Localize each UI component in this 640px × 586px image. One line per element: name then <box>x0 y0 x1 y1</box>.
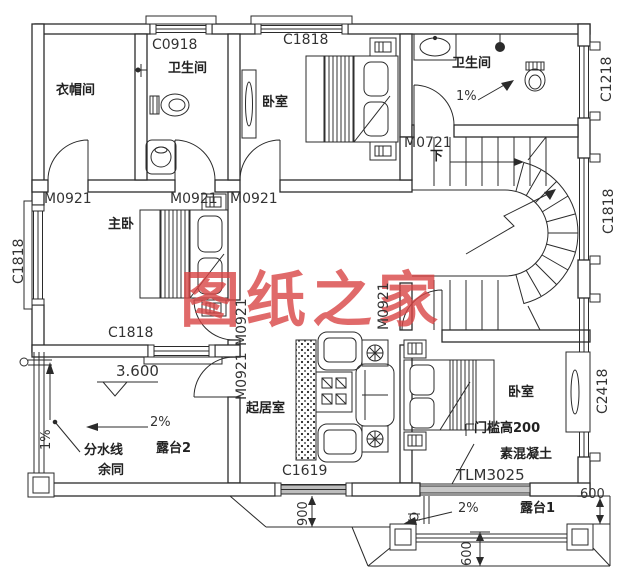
bed-master <box>139 193 229 317</box>
label-window-c1818-top: C1818 <box>283 32 329 48</box>
wardrobe <box>241 69 257 139</box>
label-door-m0921-terrace2: M0921 <box>234 352 250 400</box>
water-divide-label: 分水线 <box>84 443 124 458</box>
room-label-bedroom-top: 卧室 <box>262 95 289 110</box>
room-label-bathroom-top-right: 卫生间 <box>452 56 492 71</box>
walls <box>31 23 591 497</box>
label-door-m0921-bath1: M0921 <box>170 191 218 207</box>
staircase <box>412 136 579 331</box>
bathroom-fixtures <box>135 33 546 175</box>
terraces <box>19 352 611 567</box>
label-window-c1818-right: C1818 <box>601 188 617 234</box>
stairs-down-label: 下 <box>430 149 444 164</box>
label-door-m0921-master: M0921 <box>234 298 250 346</box>
room-label-bedroom-right: 卧室 <box>508 385 535 400</box>
watermark-text: 图纸之家 <box>180 266 444 336</box>
slope-label-terrace2-side: 1% <box>39 429 54 450</box>
label-door-tlm3025: TLM3025 <box>456 466 525 484</box>
room-label-living-room: 起居室 <box>246 401 286 416</box>
room-label-cloakroom: 衣帽间 <box>56 83 96 98</box>
label-door-m0921-cloak: M0921 <box>44 191 92 207</box>
slope-label-terrace1: 2% <box>458 501 479 516</box>
label-door-m0921-hall: M0921 <box>376 282 392 330</box>
dim-900: 900 <box>296 501 311 526</box>
dim-600-right: 600 <box>580 487 605 502</box>
label-window-c1818-left: C1818 <box>11 238 27 284</box>
plain-concrete-label: 素混凝土 <box>500 447 553 462</box>
label-window-c1619: C1619 <box>282 463 328 479</box>
label-window-c2418: C2418 <box>595 368 611 414</box>
room-label-terrace1: 露台1 <box>520 501 556 516</box>
label-door-m0921-bedroom-top: M0921 <box>230 191 278 207</box>
label-window-c1218: C1218 <box>599 56 615 102</box>
label-door-m0721: M0721 <box>404 135 452 151</box>
room-label-master-bedroom: 主卧 <box>108 217 135 232</box>
sofa-set-living <box>295 331 395 463</box>
slope-label-bathroom: 1% <box>456 89 477 104</box>
label-window-c0918: C0918 <box>152 37 198 53</box>
rest-same-label: 余同 <box>98 463 125 478</box>
threshold-label: 门槛高200 <box>474 421 541 436</box>
label-window-c1818-master: C1818 <box>108 325 154 341</box>
bed-right-bedroom <box>403 339 495 451</box>
annotation-marks <box>46 80 610 566</box>
room-label-terrace2: 露台2 <box>156 441 192 456</box>
slope-label-terrace2: 2% <box>150 415 171 430</box>
room-label-bathroom-top-left: 卫生间 <box>168 61 208 76</box>
windows <box>23 15 601 497</box>
level-label: 3.600 <box>116 362 159 380</box>
dim-600-bottom: 600 <box>460 541 475 566</box>
bed-top-bedroom <box>305 37 399 161</box>
